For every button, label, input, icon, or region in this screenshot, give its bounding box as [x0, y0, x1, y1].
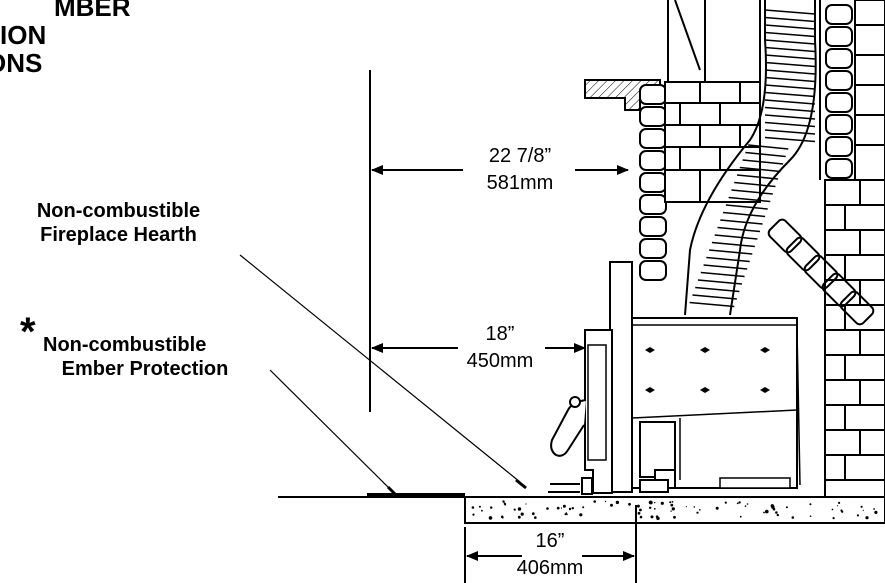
dim-middle-imperial: 18”: [485, 323, 515, 345]
dim-upper-metric: 581mm: [486, 172, 554, 194]
ember-label-line-2: Ember Protection: [61, 358, 229, 380]
hearth-slab: [464, 496, 885, 524]
hearth-label-line-2: Fireplace Hearth: [40, 224, 197, 246]
dim-lower-metric: 406mm: [516, 557, 584, 579]
concrete-speckles: [471, 500, 878, 521]
heading-line-2: ION: [0, 20, 47, 50]
dim-lower-imperial: 16”: [535, 530, 565, 552]
dimension-lines: [371, 165, 637, 583]
flexible-chimney-liner: [684, 0, 875, 326]
dim-middle-metric: 450mm: [466, 350, 534, 372]
ember-label-line-1: Non-combustible: [43, 334, 207, 356]
diagram-heading: MBER ION ONS: [0, 0, 140, 100]
wood-stove-insert: [548, 261, 801, 495]
ember-asterisk: *: [20, 310, 36, 354]
heading-line-1: MBER: [54, 0, 131, 22]
heading-line-3: ONS: [0, 48, 43, 78]
leader-lines: [239, 254, 527, 497]
hearth-label-line-1: Non-combustible: [36, 200, 201, 222]
ember-protection-plate: [367, 493, 465, 497]
masonry-chimney: [584, 0, 885, 498]
floor-and-hearth: [278, 493, 885, 524]
dim-upper-imperial: 22 7/8”: [488, 145, 552, 167]
